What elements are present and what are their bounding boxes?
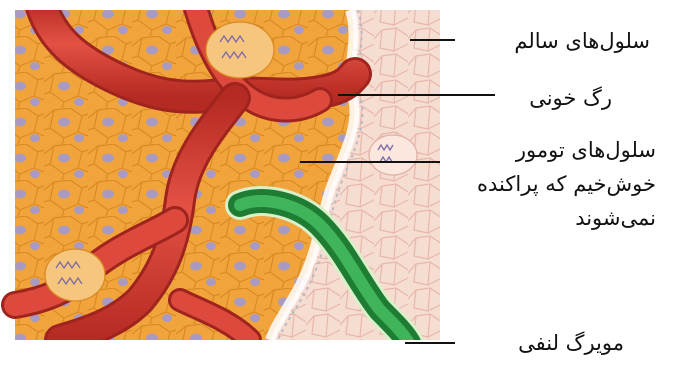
tumor-cells-label: سلول‌های تومور خوش‌خیم که پراکنده نمی‌شو…: [466, 133, 656, 235]
lymph-capillary-label: مویرگ لنفی: [518, 328, 624, 358]
healthy-cells-label: سلول‌های سالم: [514, 26, 650, 56]
blood-vessel-label: رگ خونی: [529, 83, 612, 113]
